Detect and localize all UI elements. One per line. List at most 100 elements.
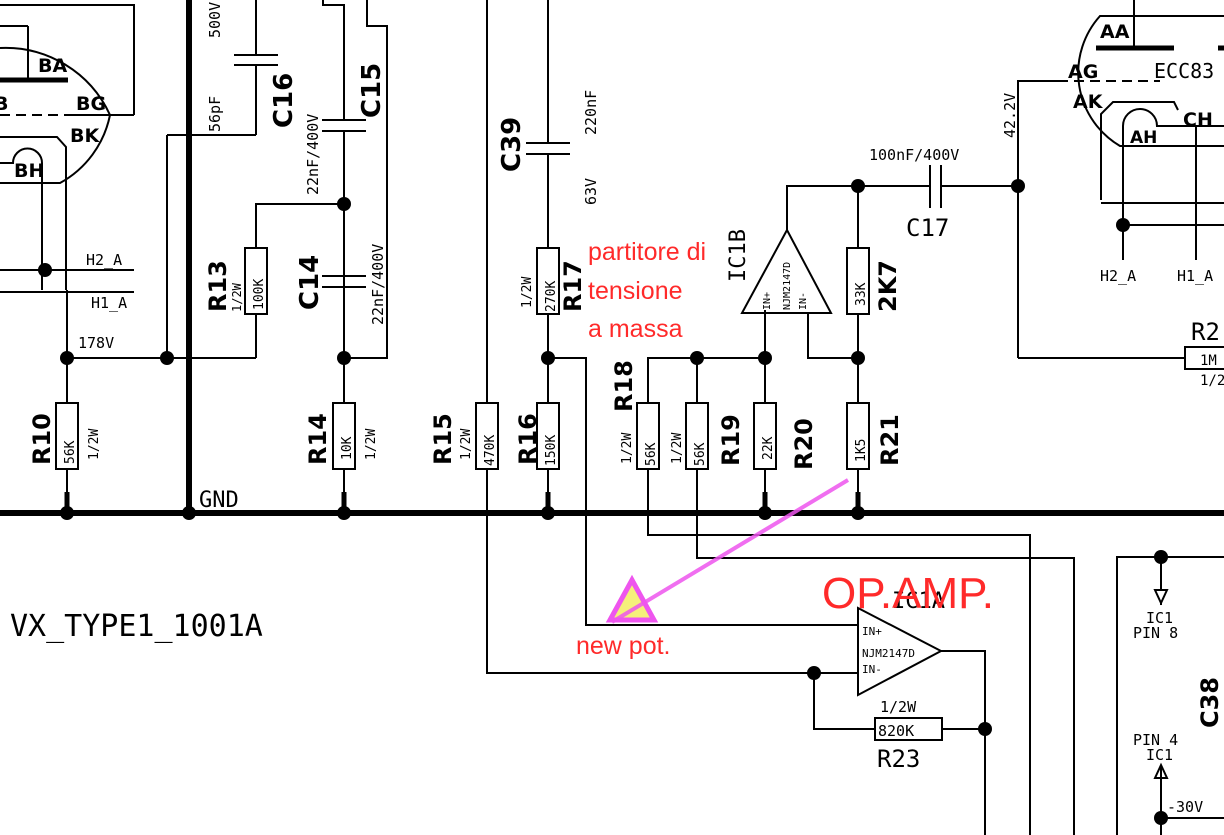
ic1a-part: NJM2147D — [862, 647, 915, 660]
r15-value: 470K — [483, 435, 498, 466]
c17-value: 100nF/400V — [869, 146, 959, 164]
pin-aa: AA — [1100, 21, 1130, 43]
resistor-33k: 33K 2K7 — [846, 186, 902, 403]
pin-b: B — [0, 93, 8, 115]
c39-ref: C39 — [497, 117, 527, 172]
r33k-ref: 2K7 — [874, 260, 902, 312]
r23-ref: R23 — [877, 745, 920, 773]
c16-value2: 500V — [206, 2, 224, 38]
tube-ecc83: AA AG ECC83 AK AH CH H2_A H1_A — [1058, 0, 1224, 285]
r2x-ref: R2 — [1191, 318, 1220, 346]
r2x-value: 1M — [1200, 353, 1217, 369]
r13-ref: R13 — [204, 260, 232, 312]
r20-ref: R20 — [790, 418, 818, 470]
r18-value: 56K — [644, 442, 659, 466]
r21-ref: R21 — [876, 414, 904, 466]
tube-name: ECC83 — [1154, 59, 1214, 83]
annotation-divider-1: partitore di — [588, 238, 706, 266]
c14-ref: C14 — [295, 255, 325, 310]
c14-value: 22nF/400V — [369, 244, 387, 325]
pin-ah: AH — [1130, 128, 1157, 148]
ground-label: GND — [199, 488, 239, 513]
c39-value: 220nF — [582, 90, 600, 135]
capacitor-c15: 22nF/400V C15 — [304, 63, 387, 358]
r10-ref: R10 — [28, 413, 56, 465]
r14-value: 10K — [340, 436, 355, 460]
pin8-ic: IC1 — [1146, 609, 1173, 627]
pin-bk: BK — [70, 125, 100, 147]
resistor-r10: 56K 1/2W R10 — [28, 402, 102, 520]
r18-ref: R18 — [610, 360, 638, 412]
net-h1: H1_A — [91, 294, 127, 312]
c15-value: 22nF/400V — [304, 114, 322, 195]
r23-power: 1/2W — [880, 698, 917, 716]
annotation-new-pot: new pot. — [576, 632, 671, 660]
net-178v: 178V — [78, 334, 114, 352]
r16-value: 150K — [544, 435, 559, 466]
pin-ch: CH — [1183, 109, 1213, 131]
r19-ref: R19 — [717, 414, 745, 466]
r13-power: 1/2W — [230, 282, 244, 312]
capacitor-c17: 100nF/400V C17 — [858, 146, 1018, 242]
r15-power: 1/2W — [459, 429, 474, 460]
c17-ref: C17 — [906, 214, 949, 242]
power-pins: IC1 PIN 8 PIN 4 IC1 -30V C38 — [1116, 550, 1224, 835]
ic1a-in-minus: IN- — [862, 663, 882, 676]
capacitor-c14: 22nF/400V C14 — [295, 244, 387, 325]
r20-value: 22K — [761, 436, 776, 460]
r10-power: 1/2W — [87, 429, 102, 460]
net-h1-right: H1_A — [1177, 267, 1213, 285]
resistor-r14: 10K 1/2W R14 — [304, 358, 379, 520]
net-42v: 42.2V — [1001, 93, 1019, 138]
resistor-r17: 270K 1/2W R17 — [520, 247, 587, 403]
net-h2-right: H2_A — [1100, 267, 1136, 285]
annotation-divider-2: tensione — [588, 277, 683, 305]
r19-value: 56K — [693, 442, 708, 466]
r10-value: 56K — [63, 440, 78, 464]
title-block: VX_TYPE1_1001A — [10, 609, 263, 644]
pin-bg: BG — [76, 93, 106, 115]
pin-bh: BH — [14, 160, 44, 182]
r14-ref: R14 — [304, 413, 332, 465]
pin8-label: PIN 8 — [1133, 624, 1178, 642]
r21-value: 1K5 — [854, 439, 869, 462]
c38-ref: C38 — [1196, 677, 1224, 728]
pin-ba: BA — [38, 55, 67, 77]
r19-power: 1/2W — [670, 433, 685, 464]
c16-value: 56pF — [206, 96, 224, 132]
net-h2: H2_A — [86, 251, 122, 269]
resistor-r2x: 1M 1/2 R2 — [1184, 318, 1224, 389]
c39-value2: 63V — [582, 178, 600, 205]
r33k-value: 33K — [854, 282, 869, 306]
ic1a-ref: IC1A — [892, 589, 945, 614]
r17-power: 1/2W — [520, 277, 535, 308]
annotation-opamp: OP.AMP. — [822, 569, 994, 618]
capacitor-c16: 56pF 500V C16 — [206, 0, 299, 135]
resistor-r18: 56K 1/2W R18 — [610, 360, 1031, 835]
net-neg30v: -30V — [1167, 798, 1203, 816]
resistor-r16: 150K R16 — [514, 402, 560, 520]
r15-ref: R15 — [429, 413, 457, 465]
resistor-r23: 820K 1/2W R23 — [813, 673, 992, 773]
ic1a-in-plus: IN+ — [862, 625, 882, 638]
pin4-ic: IC1 — [1146, 746, 1173, 764]
resistor-r13: 100K 1/2W R13 — [204, 203, 344, 358]
resistor-r21: 1K5 R21 — [846, 402, 904, 520]
resistor-r19: 56K 1/2W R19 — [670, 358, 1075, 835]
ic1b-in-minus: IN- — [798, 292, 809, 310]
c15-ref: C15 — [357, 63, 387, 118]
pin-ag: AG — [1068, 61, 1098, 83]
r17-ref: R17 — [559, 260, 587, 312]
r14-power: 1/2W — [364, 429, 379, 460]
c16-ref: C16 — [269, 73, 299, 128]
r13-value: 100K — [252, 279, 267, 310]
opamp-ic1b: IN+ NJM2147D IN- IC1B — [726, 185, 858, 359]
opamp-ic1a: IN+ NJM2147D IN- IC1A — [857, 589, 986, 835]
new-pot-marker — [605, 574, 659, 623]
ic1b-part: NJM2147D — [782, 262, 793, 310]
capacitor-c39: 220nF 63V C39 — [497, 0, 600, 248]
resistor-r20: 22K R20 — [753, 310, 818, 520]
ic1b-in-plus: IN+ — [762, 292, 773, 310]
r18-power: 1/2W — [620, 433, 635, 464]
